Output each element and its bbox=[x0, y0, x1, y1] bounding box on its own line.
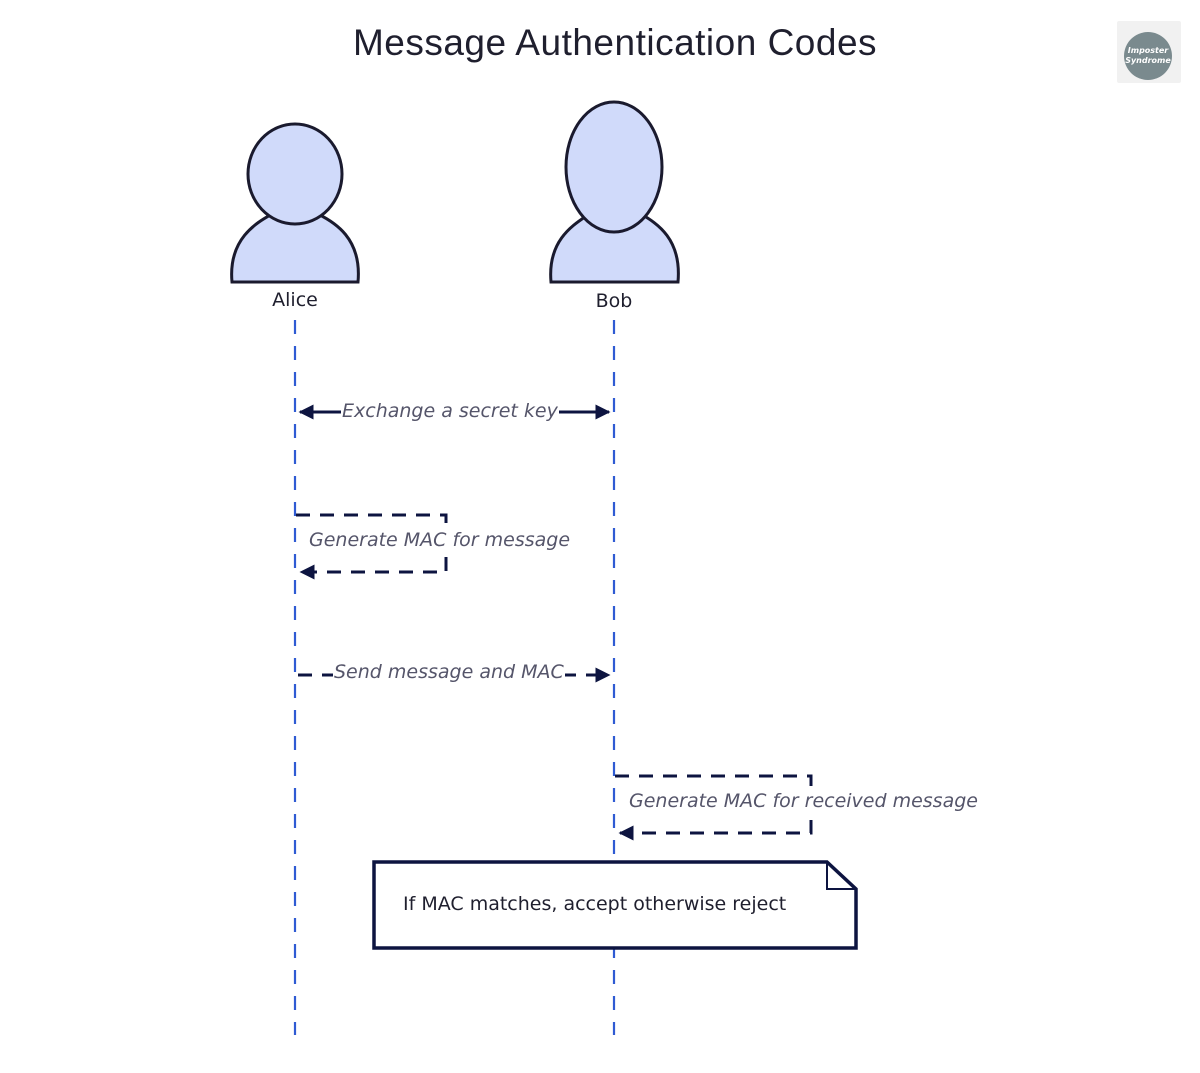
brand-logo: Imposter Syndrome bbox=[1117, 21, 1181, 83]
diagram-title: Message Authentication Codes bbox=[352, 22, 878, 63]
actor-label-alice: Alice bbox=[272, 289, 318, 311]
logo-text-line2: Syndrome bbox=[1125, 56, 1171, 65]
message-label-generate-mac: Generate MAC for message bbox=[308, 529, 572, 551]
logo-badge: Imposter Syndrome bbox=[1124, 32, 1172, 80]
message-label-send-message: Send message and MAC bbox=[333, 661, 565, 683]
note-text: If MAC matches, accept otherwise reject bbox=[403, 893, 787, 915]
message-label-generate-mac-received: Generate MAC for received message bbox=[628, 790, 979, 812]
actor-label-bob: Bob bbox=[595, 290, 633, 312]
message-label-exchange-key: Exchange a secret key bbox=[341, 400, 559, 422]
actor-alice-person-icon bbox=[230, 122, 360, 284]
note-box bbox=[372, 860, 858, 950]
logo-text-line1: Imposter bbox=[1127, 46, 1169, 55]
actor-bob-person-icon bbox=[549, 100, 680, 284]
